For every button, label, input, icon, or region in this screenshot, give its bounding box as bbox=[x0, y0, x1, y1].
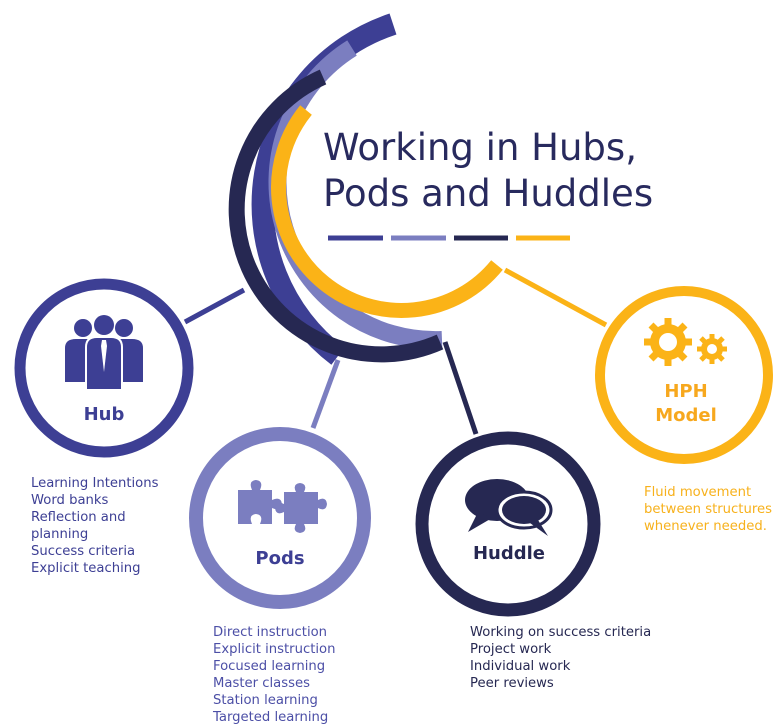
list-item: planning bbox=[31, 527, 89, 542]
title-line-2: Pods and Huddles bbox=[323, 172, 654, 215]
puzzle-pieces-icon bbox=[238, 480, 327, 533]
hph-label-line-2: Model bbox=[655, 405, 717, 426]
list-item: Word banks bbox=[31, 493, 109, 508]
hph-circle bbox=[595, 286, 773, 464]
list-item: Explicit teaching bbox=[31, 561, 141, 576]
hub-label: Hub bbox=[83, 404, 125, 425]
speech-bubbles-icon bbox=[465, 479, 553, 536]
hub-connector bbox=[183, 287, 246, 325]
list-item: Project work bbox=[470, 642, 552, 657]
arc-dark-navy bbox=[228, 69, 444, 363]
pods-list: Direct instruction Explicit instruction … bbox=[213, 624, 335, 726]
list-item: Direct instruction bbox=[213, 625, 328, 640]
list-item: Success criteria bbox=[31, 544, 136, 559]
list-item: Individual work bbox=[470, 659, 571, 674]
pods-connector bbox=[310, 359, 341, 429]
list-item: Fluid movement bbox=[644, 485, 752, 500]
arc-orange bbox=[271, 105, 503, 318]
hph-connector bbox=[503, 267, 608, 328]
hub-list: Learning Intentions Word banks Reflectio… bbox=[31, 475, 158, 577]
hph-list: Fluid movement between structures whenev… bbox=[644, 484, 772, 535]
pods-label: Pods bbox=[255, 548, 305, 569]
list-item: Focused learning bbox=[213, 659, 326, 674]
list-item: Learning Intentions bbox=[31, 476, 159, 491]
list-item: Reflection and bbox=[31, 510, 126, 525]
list-item: Master classes bbox=[213, 676, 310, 691]
list-item: Station learning bbox=[213, 693, 318, 708]
hph-label-line-1: HPH bbox=[664, 381, 708, 402]
huddle-list: Working on success criteria Project work… bbox=[470, 624, 651, 692]
list-item: Explicit instruction bbox=[213, 642, 336, 657]
list-item: whenever needed. bbox=[644, 519, 767, 534]
list-item: Working on success criteria bbox=[470, 625, 652, 640]
list-item: Targeted learning bbox=[213, 710, 329, 725]
list-item: between structures bbox=[644, 502, 772, 517]
list-item: Peer reviews bbox=[470, 676, 554, 691]
pods-circle bbox=[189, 427, 371, 609]
hph-label: HPH Model bbox=[634, 380, 738, 428]
huddle-connector bbox=[442, 341, 479, 435]
huddle-label: Huddle bbox=[472, 543, 546, 564]
people-team-icon bbox=[65, 315, 143, 391]
diagram-title: Working in Hubs, Pods and Huddles bbox=[323, 125, 653, 217]
gears-icon bbox=[644, 318, 727, 366]
title-line-1: Working in Hubs, bbox=[323, 126, 637, 169]
